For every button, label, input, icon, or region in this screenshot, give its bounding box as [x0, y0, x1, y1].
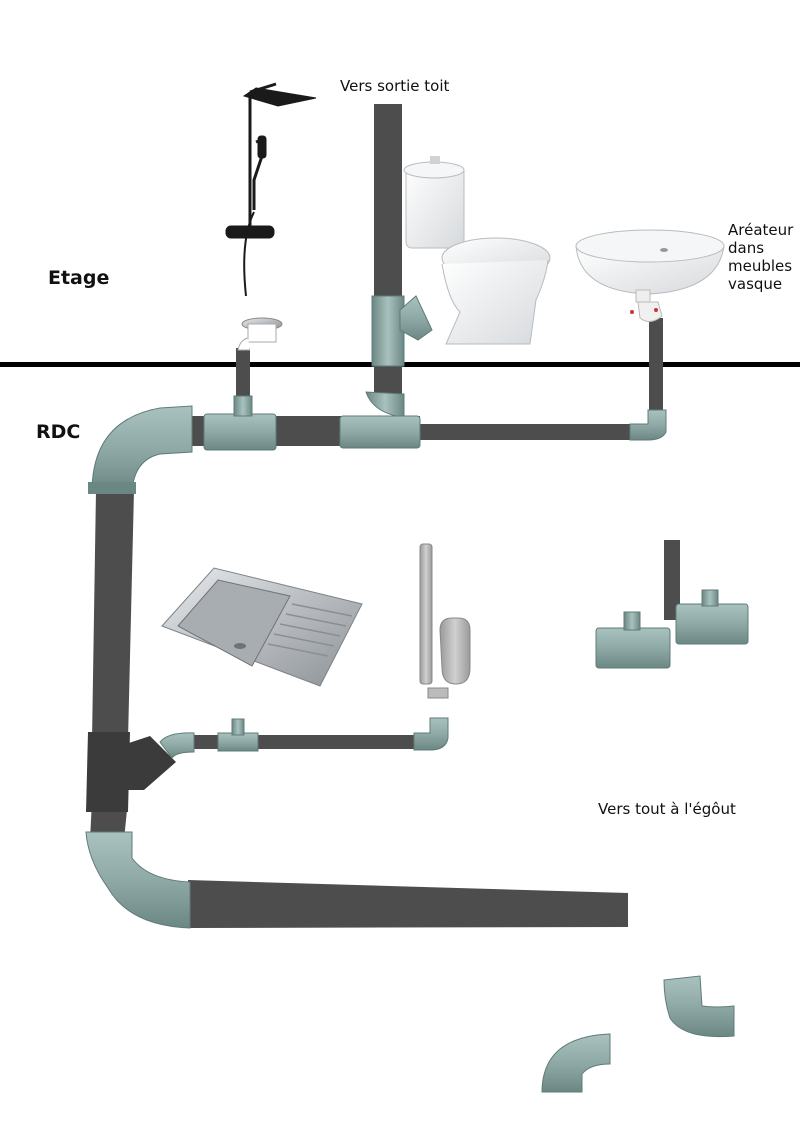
- kitchen-y-junction: [86, 732, 195, 812]
- kitchen-elbow-fitting: [413, 717, 449, 751]
- spare-elbow-fittings: [541, 975, 735, 1093]
- washbasin-elbow-fitting: [629, 409, 667, 441]
- main-pipes: [90, 104, 680, 928]
- toilet-y-junction: [371, 295, 433, 367]
- main-downpipe: [92, 490, 134, 740]
- spare-tee-fittings: [595, 589, 749, 669]
- sewer-label: Vers tout à l'égôut: [598, 800, 736, 818]
- kitchen-sink-icon: [161, 567, 363, 687]
- shower-icon: [225, 82, 317, 297]
- siphon-icon: [419, 543, 471, 699]
- kitchen-tee-fitting: [217, 718, 259, 752]
- etage-label: Etage: [48, 267, 109, 289]
- sewer-pipe: [188, 880, 628, 928]
- washbasin-drain-pipe: [420, 424, 645, 440]
- lower-elbow-fitting: [85, 831, 191, 929]
- elbow-fitting-top-left: [88, 405, 193, 494]
- shower-drain-icon: [237, 317, 283, 351]
- spare-pipe: [664, 540, 680, 620]
- toilet-icon: [403, 156, 551, 345]
- washbasin-vertical-pipe: [649, 318, 663, 428]
- rdc-label: RDC: [36, 421, 80, 443]
- roof-stack-tee-fitting: [339, 391, 421, 449]
- roof-exit-label: Vers sortie toit: [340, 77, 450, 95]
- shower-tee-fitting: [203, 395, 277, 451]
- washbasin-icon: [575, 229, 725, 322]
- aerator-label: Aréateur dans meubles vasque: [728, 221, 794, 293]
